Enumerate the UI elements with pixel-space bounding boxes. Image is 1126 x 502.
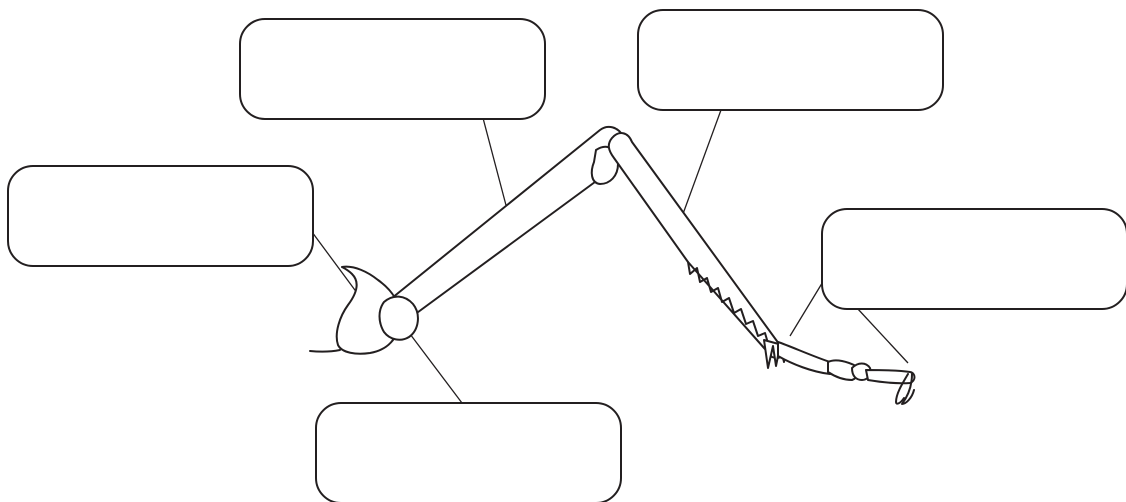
tibia (609, 133, 783, 358)
body-line (310, 350, 340, 352)
tarsus-1 (778, 342, 835, 374)
label-box-right[interactable] (822, 209, 1126, 309)
label-box-left[interactable] (8, 166, 313, 266)
leader-line-right-b (857, 308, 908, 363)
trochanter (380, 297, 418, 340)
label-box-top-right[interactable] (638, 10, 943, 110)
label-box-bottom[interactable] (316, 403, 621, 502)
leader-line-right-a (790, 280, 824, 336)
femur (392, 127, 625, 318)
label-box-top-left[interactable] (240, 19, 545, 119)
leader-line-bottom (404, 326, 462, 403)
leader-line-top-right (680, 110, 721, 222)
